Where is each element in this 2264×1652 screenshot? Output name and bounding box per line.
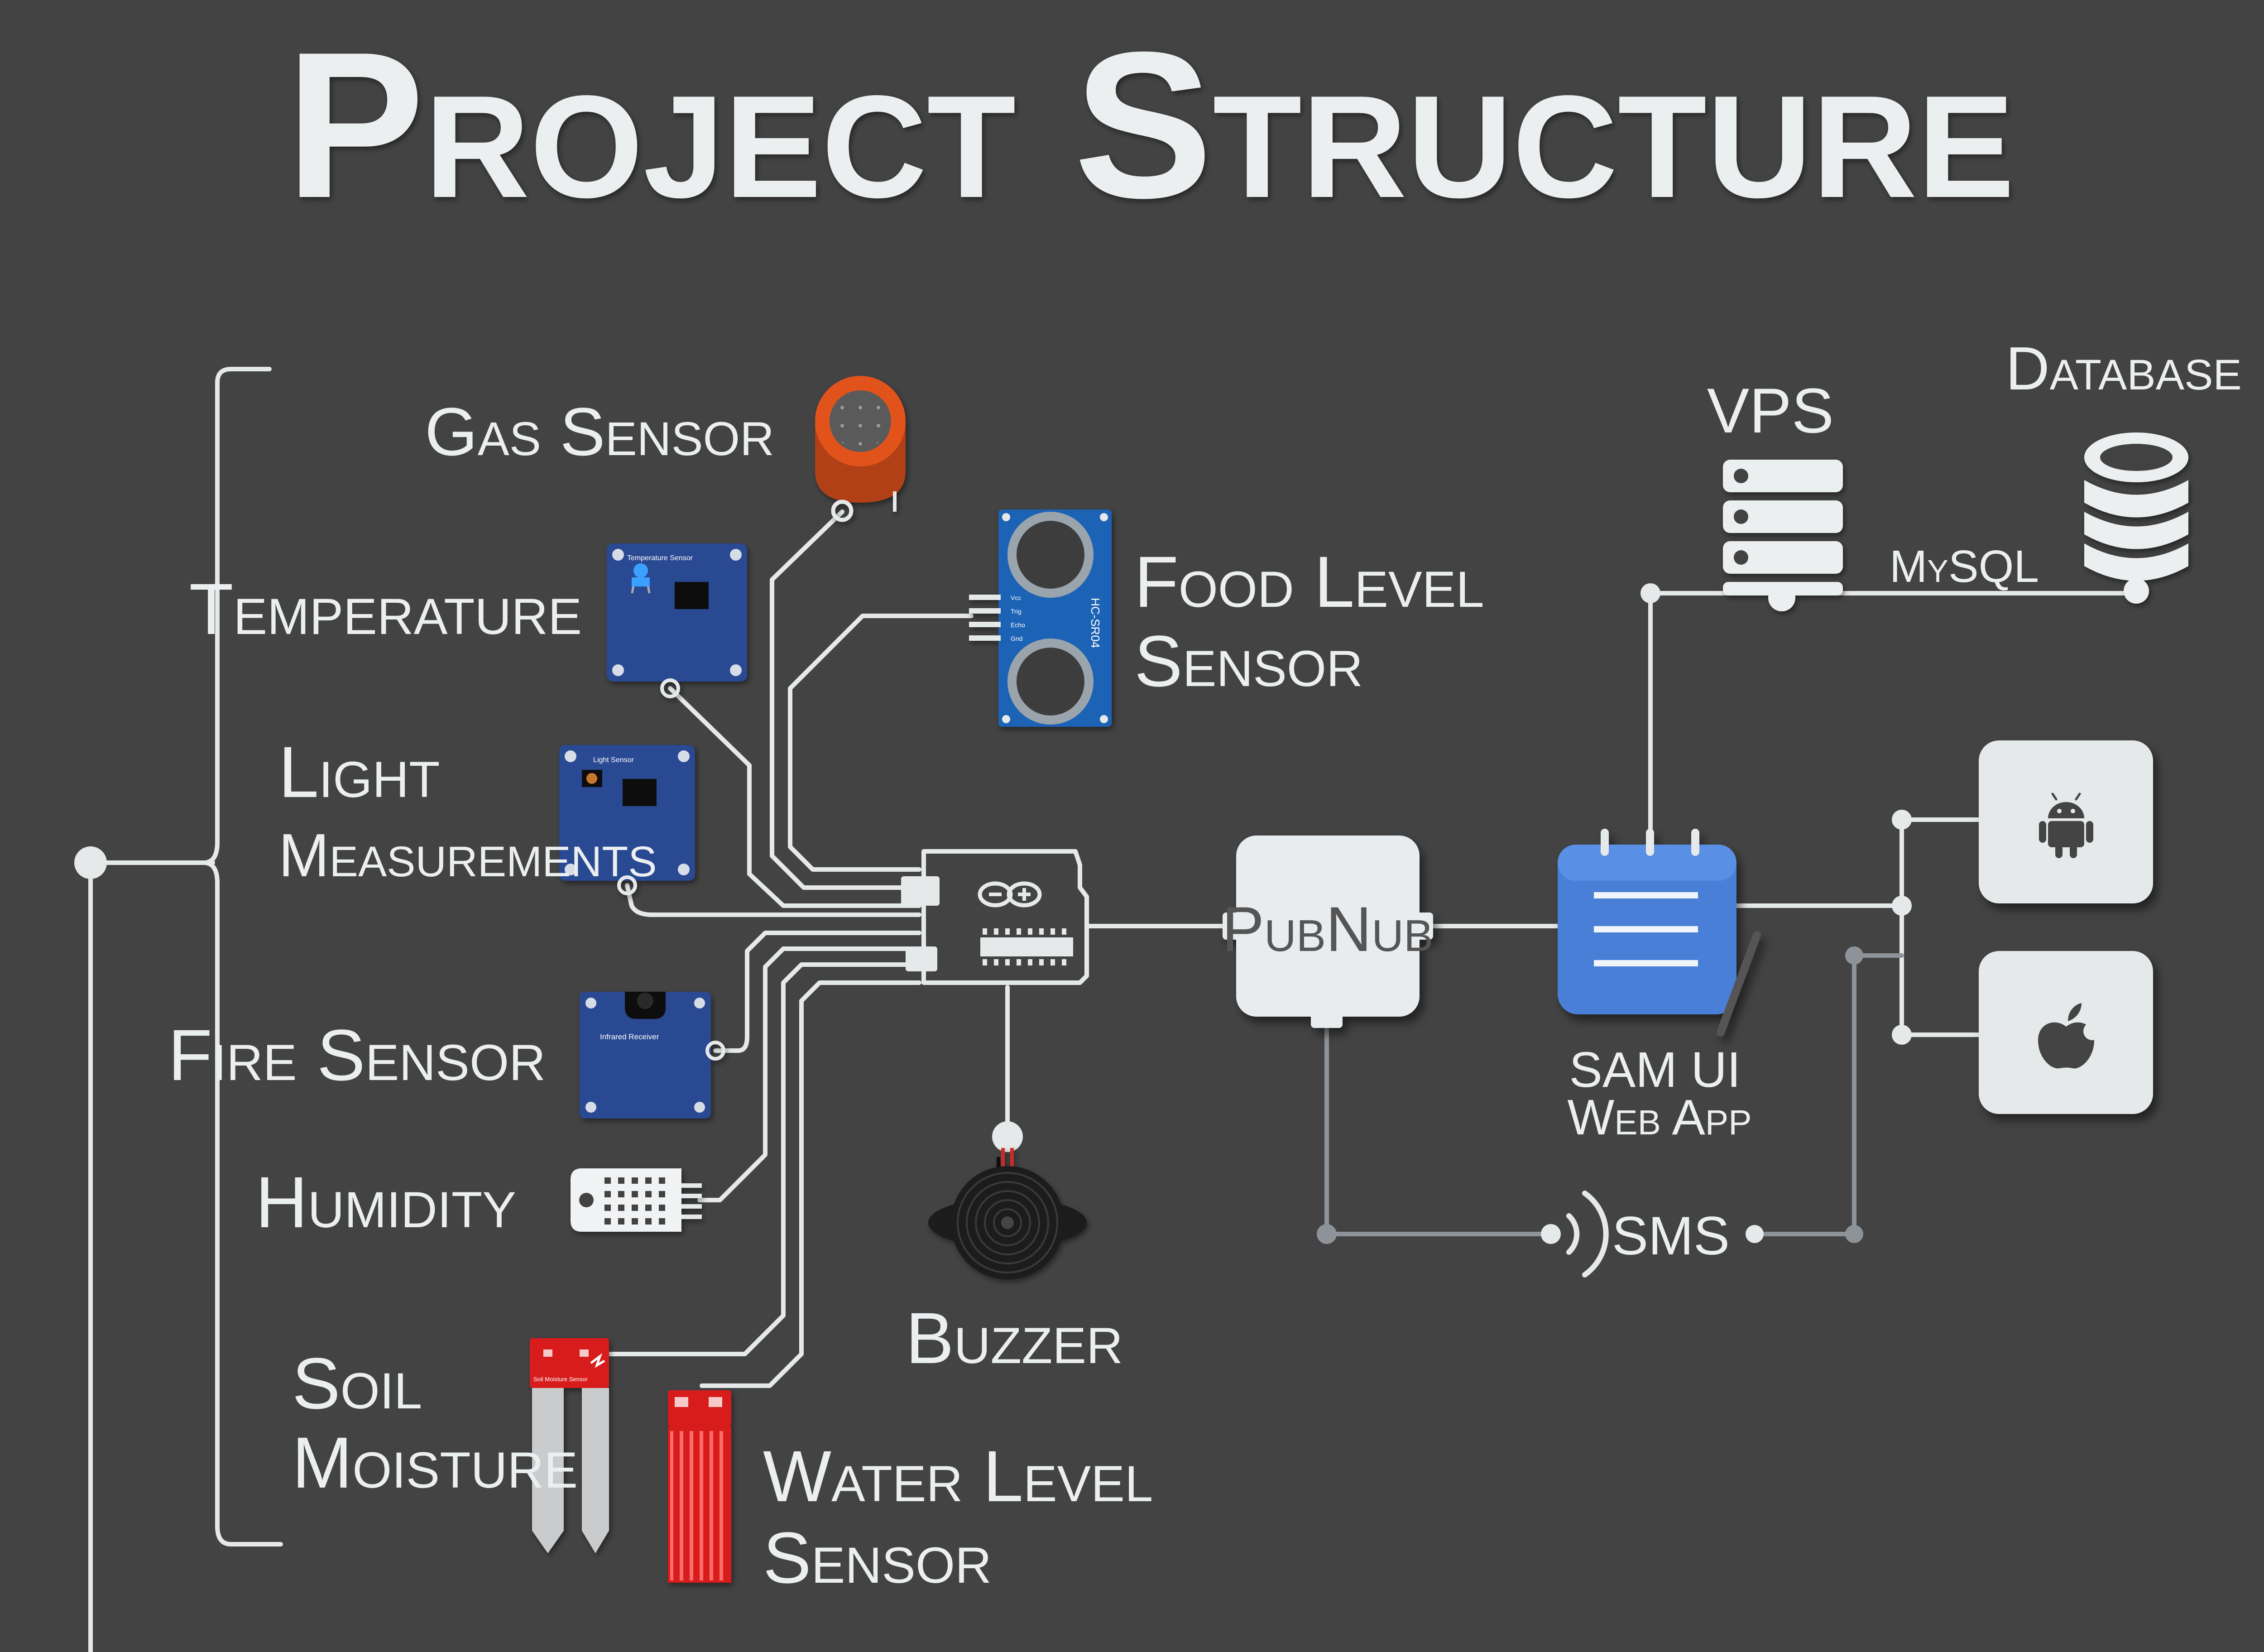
soil-moisture-sensor-icon: Soil Moisture Sensor (530, 1338, 609, 1553)
webapp-label-line2: Web App (1567, 1090, 1751, 1145)
temperature-label: Temperature (189, 568, 582, 649)
vps-label: VPS (1707, 375, 1834, 446)
server-rack-icon (1723, 460, 1843, 611)
pubnub-node (1223, 836, 1433, 1028)
buzzer-icon (928, 1148, 1087, 1279)
light-module-icon: Light Sensor (559, 745, 695, 895)
sms-label: SMS (1612, 1205, 1730, 1266)
arduino-board-icon (901, 849, 1089, 985)
ultrasonic-pin-4: Gnd (1011, 635, 1022, 642)
fire-sensor-icon: Infrared Receiver (580, 992, 725, 1119)
humidity-sensor-icon (571, 1168, 702, 1232)
light-label-line1: Light (278, 731, 440, 812)
soil-moisture-label-line1: Soil (292, 1343, 422, 1424)
food-level-label-line2: Sensor (1134, 620, 1363, 701)
gas-sensor-label: Gas Sensor (425, 394, 774, 470)
water-level-label-line1: Water Level (763, 1436, 1153, 1517)
apple-icon (2038, 1003, 2101, 1069)
food-level-label-line1: Food Level (1134, 541, 1484, 622)
webapp-label-line1: SAM UI (1569, 1042, 1741, 1098)
android-icon (2039, 792, 2093, 858)
temperature-board-text: Temperature Sensor (627, 554, 693, 562)
ultrasonic-pin-1: Vcc (1011, 594, 1021, 601)
fire-board-text: Infrared Receiver (600, 1032, 659, 1041)
sensor-group-bracket (74, 367, 283, 1652)
temperature-module-icon: Temperature Sensor (607, 543, 747, 698)
water-level-sensor-icon (668, 1390, 731, 1583)
buzzer-label: Buzzer (906, 1297, 1123, 1378)
mysql-label: MySQL (1890, 541, 2039, 592)
ultrasonic-sensor-icon: Vcc Trig Echo Gnd HC-SR04 (969, 509, 1112, 727)
database-icon (2084, 432, 2188, 604)
light-label-line2: Measurements (278, 821, 657, 889)
ultrasonic-model-text: HC-SR04 (1089, 598, 1102, 648)
sms-wires (1317, 946, 1904, 1244)
pubnub-label: PubNub (1222, 893, 1434, 965)
sms-signal-icon (1566, 1191, 1609, 1277)
gas-sensor-icon (815, 376, 906, 522)
ultrasonic-pin-2: Trig (1011, 608, 1022, 615)
notepad-icon (1558, 829, 1761, 1037)
ultrasonic-pin-3: Echo (1011, 621, 1025, 629)
humidity-label: Humidity (255, 1162, 516, 1243)
water-level-label-line2: Sensor (763, 1517, 992, 1598)
light-board-text: Light Sensor (593, 756, 634, 764)
soil-board-text: Soil Moisture Sensor (533, 1376, 588, 1383)
page-title: Project Structure (286, 9, 2015, 241)
fire-sensor-label: Fire Sensor (168, 1014, 546, 1095)
database-label: Database (2005, 334, 2242, 403)
soil-moisture-label-line2: Moisture (292, 1422, 578, 1503)
